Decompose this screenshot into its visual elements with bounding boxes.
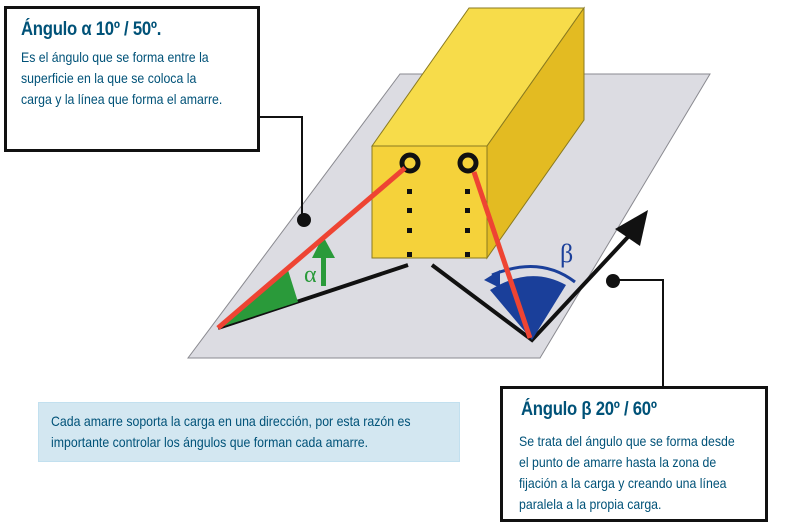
attachment-points (407, 189, 470, 257)
callout-alpha-line: superficie en la que se coloca la (21, 70, 197, 86)
callout-alpha-title: Ángulo α 10º / 50º. (21, 19, 162, 40)
callout-beta-line: el punto de amarre hasta la zona de (519, 454, 717, 470)
beta-arc (491, 265, 576, 284)
callout-beta-title: Ángulo β 20º / 60º (521, 399, 657, 420)
load-box-front (371, 145, 488, 259)
beta-leader-dot (606, 274, 620, 288)
info-note-line: importante controlar los ángulos que for… (51, 434, 369, 450)
beta-symbol: β (560, 239, 573, 268)
info-note: Cada amarre soporta la carga en una dire… (38, 402, 460, 462)
callout-beta-line: fijación a la carga y creando una línea (519, 475, 727, 491)
callout-alpha-line: Es el ángulo que se forma entre la (21, 49, 209, 65)
callout-beta-angle: Ángulo β 20º / 60º Se trata del ángulo q… (500, 386, 768, 522)
alpha-symbol: α (304, 262, 317, 288)
beta-leader-line (614, 279, 664, 386)
beta-arc-arrow-icon (484, 270, 500, 288)
beta-arrowhead-icon (615, 210, 648, 246)
strap-beta (471, 171, 533, 339)
callout-alpha-line: carga y la línea que forma el amarre. (21, 91, 223, 107)
alpha-leader-line (260, 116, 303, 218)
callout-beta-line: paralela a la propia carga. (519, 496, 662, 512)
lashing-eye-left (399, 152, 421, 174)
strap-alpha (216, 166, 407, 330)
alpha-arrow-icon (312, 236, 335, 286)
lashing-eye-right (457, 152, 479, 174)
beta-angle-wedge (490, 276, 566, 340)
callout-alpha-angle: Ángulo α 10º / 50º. Es el ángulo que se … (4, 6, 260, 152)
alpha-leader-dot (297, 213, 311, 227)
callout-beta-line: Se trata del ángulo que se forma desde (519, 433, 735, 449)
info-note-line: Cada amarre soporta la carga en una dire… (51, 413, 411, 429)
